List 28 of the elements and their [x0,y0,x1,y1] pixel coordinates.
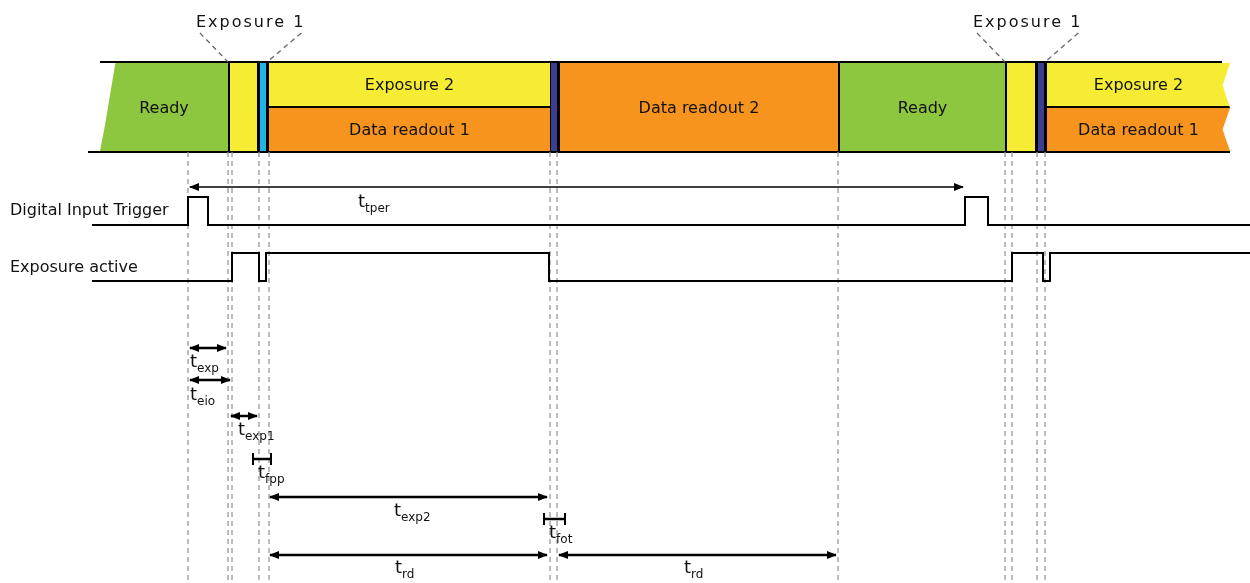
frame-transfer-segment [259,63,267,151]
signal-name: Digital Input Trigger [10,200,169,219]
exposure-segment [228,63,259,151]
time-label: t$_{rd}$ [684,556,704,581]
exposure-segment: Exposure 2 [267,63,550,108]
time-label: t$_{fot}$ [549,521,573,546]
exposure-segment [1005,63,1037,151]
time-label: t$_{eio}$ [190,383,216,408]
time-label: t$_{fpp}$ [258,461,285,486]
exposure-segment: Exposure 2 [1045,63,1230,108]
time-label: t$_{rd}$ [395,556,415,581]
ready-segment: Ready [838,63,1005,151]
leader-line [1044,32,1079,63]
transfer-segment [1037,63,1045,151]
exposure-label: Exposure 1 [973,12,1083,31]
leader-line [199,32,229,63]
time-label: t$_{exp2}$ [394,499,431,524]
time-label: t$_{tper}$ [358,190,390,215]
exposure-label: Exposure 1 [196,12,306,31]
readout-segment: Data readout 2 [558,63,838,151]
time-label: t$_{exp1}$ [238,418,275,443]
time-label: t$_{exp}$ [190,350,219,375]
readout-segment: Data readout 1 [267,108,550,151]
leader-line [976,32,1006,63]
transfer-segment [550,63,558,151]
ready-segment: Ready [100,63,228,151]
signal-name: Exposure active [10,257,138,276]
readout-segment: Data readout 1 [1045,108,1230,151]
